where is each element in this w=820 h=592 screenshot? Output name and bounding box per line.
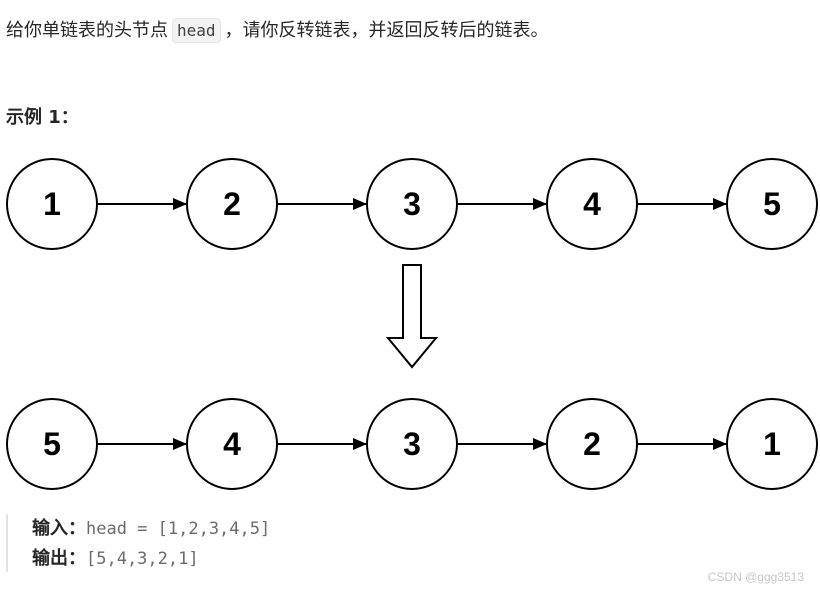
bottom-node-3-label: 3 [403, 426, 421, 462]
top-node-5-label: 5 [763, 186, 781, 222]
bottom-node-1: 5 [6, 398, 98, 490]
bottom-node-1-label: 5 [43, 426, 61, 462]
output-value: [5,4,3,2,1] [86, 549, 199, 569]
bottom-node-5-label: 1 [763, 426, 781, 462]
input-line: 输入：head = [1,2,3,4,5] [32, 514, 270, 544]
bottom-node-2-label: 4 [223, 426, 241, 462]
example-title: 示例 1： [6, 107, 79, 128]
top-node-1: 1 [6, 158, 98, 250]
example-io-block: 输入：head = [1,2,3,4,5] 输出：[5,4,3,2,1] [6, 514, 270, 572]
top-node-1-label: 1 [43, 186, 61, 222]
top-node-4: 4 [546, 158, 638, 250]
top-node-4-label: 4 [583, 186, 601, 222]
bottom-node-4: 2 [546, 398, 638, 490]
top-node-3: 3 [366, 158, 458, 250]
top-node-3-label: 3 [403, 186, 421, 222]
top-node-2-label: 2 [223, 186, 241, 222]
bottom-node-2: 4 [186, 398, 278, 490]
input-label: 输入： [32, 518, 86, 539]
csdn-watermark: CSDN @ggg3513 [707, 570, 804, 584]
description-prefix: 给你单链表的头节点 [6, 20, 168, 41]
input-value: head = [1,2,3,4,5] [86, 519, 271, 539]
inline-code-head: head [172, 18, 221, 43]
output-label: 输出： [32, 548, 86, 569]
description-suffix: ，请你反转链表，并返回反转后的链表。 [224, 20, 549, 41]
bottom-node-4-label: 2 [583, 426, 601, 462]
top-node-2: 2 [186, 158, 278, 250]
bottom-node-5: 1 [726, 398, 818, 490]
bottom-node-3: 3 [366, 398, 458, 490]
linked-list-diagram: 1 2 3 4 5 5 4 3 2 1 [6, 158, 818, 490]
output-line: 输出：[5,4,3,2,1] [32, 544, 270, 574]
down-arrow-icon [385, 264, 439, 369]
top-node-5: 5 [726, 158, 818, 250]
